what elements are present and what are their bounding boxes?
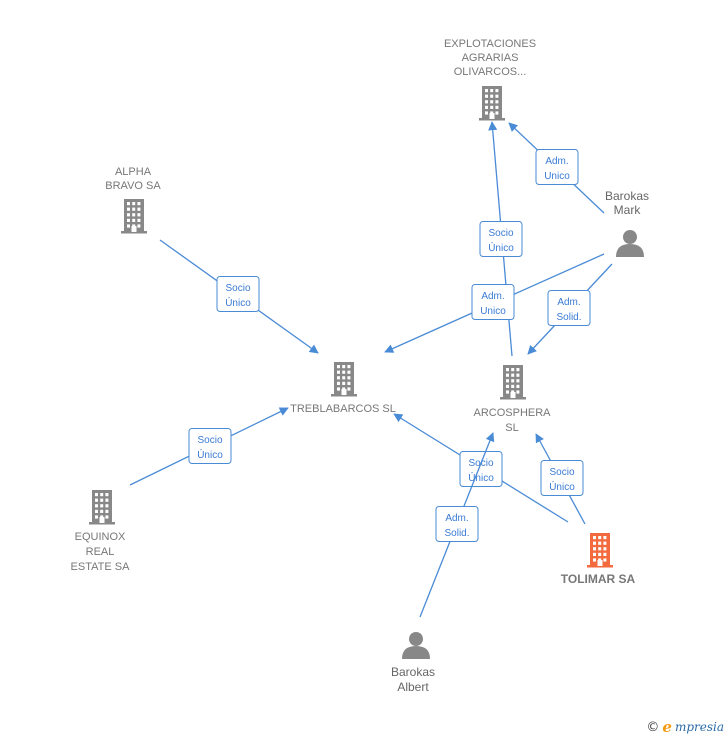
node-label-line: SL [505, 422, 518, 434]
edge-label-line: Socio [197, 435, 222, 446]
node-label-line: EXPLOTACIONES [444, 38, 536, 50]
node-label-line: ARCOSPHERA [473, 407, 551, 419]
edge-label-box[interactable] [540, 460, 584, 496]
edges-layer: SocioÚnicoAdm.UnicoSocioÚnicoAdm.UnicoAd… [129, 121, 613, 618]
building-icon [479, 86, 505, 121]
node-label-line: AGRARIAS [462, 52, 519, 64]
node-equinox[interactable]: EQUINOX REAL ESTATE SA [71, 490, 131, 573]
node-label-line: Barokas [605, 189, 649, 203]
edge-label-line: Único [488, 241, 514, 254]
edge-label-line: Adm. [445, 513, 468, 524]
edge-label-line: Unico [544, 171, 570, 182]
node-treblabarcos[interactable]: TREBLABARCOS SL [290, 362, 396, 415]
node-arcosphera[interactable]: ARCOSPHERA SL [473, 365, 551, 434]
copyright-symbol: © [646, 719, 660, 735]
edge-label-box[interactable] [479, 221, 523, 257]
building-icon [89, 490, 115, 525]
edge-label-line: Único [468, 471, 494, 484]
node-label-line: Barokas [391, 665, 435, 679]
edge-label-line: Socio [225, 283, 250, 294]
edge-label-box[interactable] [459, 451, 503, 487]
building-icon [121, 199, 147, 234]
node-alpha[interactable]: ALPHA BRAVO SA [105, 166, 161, 234]
building-icon [500, 365, 526, 400]
edge-label-box[interactable] [188, 428, 232, 464]
edge-label-line: Socio [488, 228, 513, 239]
edge-barokas_albert-to-arcosphera: Adm. Solid. [419, 432, 495, 618]
edge-label-box[interactable] [435, 506, 479, 542]
edge-label-line: Adm. [481, 291, 504, 302]
edge-label-box[interactable] [547, 290, 591, 326]
node-label-line: ALPHA [115, 166, 152, 178]
brand-logo-text: mpresia [674, 720, 724, 734]
edge-label-line: Único [549, 480, 575, 493]
node-explotaciones[interactable]: EXPLOTACIONES AGRARIAS OLIVARCOS... [444, 38, 536, 121]
edge-label-box[interactable] [471, 284, 515, 320]
node-tolimar[interactable]: TOLIMAR SA [561, 533, 636, 586]
node-label-line: EQUINOX [75, 531, 126, 543]
building-icon [331, 362, 357, 397]
edge-label-line: Socio [549, 467, 574, 478]
node-label-line: Albert [397, 680, 429, 694]
node-label-line: TREBLABARCOS SL [290, 403, 396, 415]
person-icon [616, 230, 644, 257]
node-label-line: OLIVARCOS... [454, 66, 527, 78]
edge-barokas_mark-to-arcosphera: Adm. Solid. [527, 263, 613, 355]
node-label-line: TOLIMAR SA [561, 572, 636, 586]
node-label-line: Mark [614, 203, 642, 217]
edge-label-line: Adm. [545, 156, 568, 167]
nodes-layer: EXPLOTACIONES AGRARIAS OLIVARCOS... ALPHA BR… [71, 38, 649, 694]
edge-label-box[interactable] [535, 149, 579, 185]
node-label-line: BRAVO SA [105, 180, 161, 192]
edge-label-box[interactable] [216, 276, 260, 312]
edge-label-line: Solid. [444, 528, 469, 539]
edge-label-line: Solid. [556, 312, 581, 323]
edge-label-line: Adm. [557, 297, 580, 308]
edge-barokas_mark-to-explotaciones: Adm. Unico [508, 122, 605, 214]
edge-label-line: Único [197, 448, 223, 461]
node-label-line: REAL [86, 546, 115, 558]
brand-logo-initial: e [662, 718, 672, 736]
edge-barokas_mark-to-treblabarcos: Adm. Unico [384, 253, 605, 353]
building-icon [587, 533, 613, 568]
node-label-line: ESTATE SA [71, 561, 131, 573]
person-icon [402, 632, 430, 659]
edge-label-line: Unico [480, 306, 506, 317]
edge-label-line: Único [225, 296, 251, 309]
